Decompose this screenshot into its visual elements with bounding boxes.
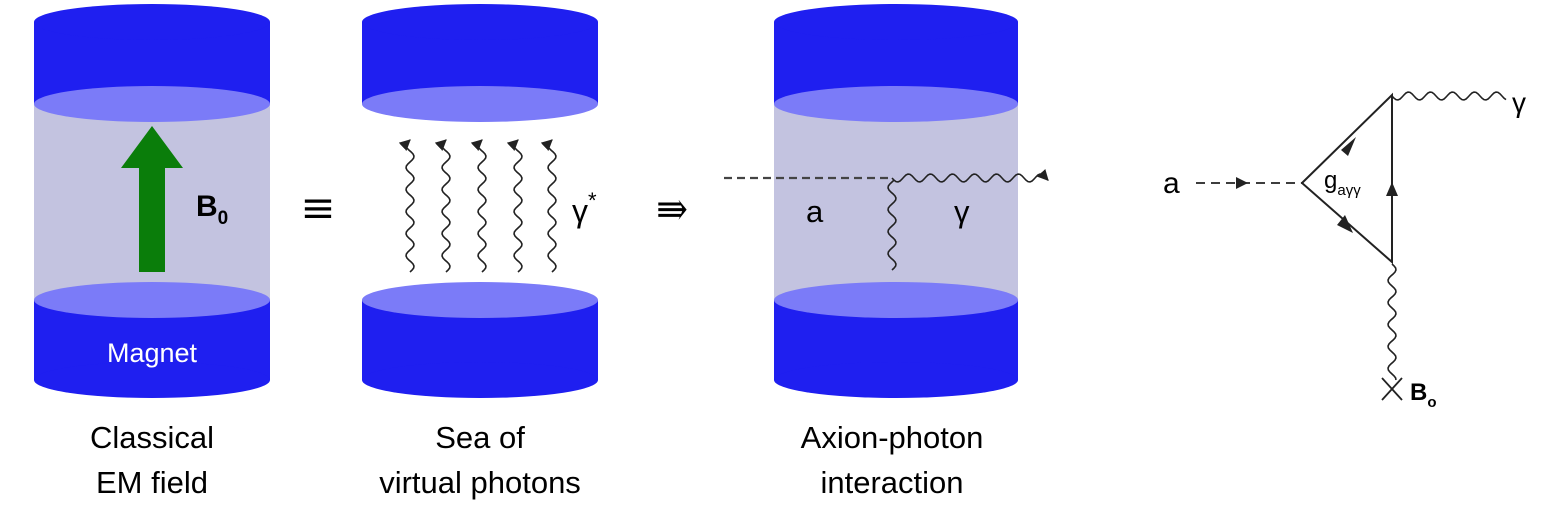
feynman-field-photon: [1387, 263, 1397, 381]
implies-symbol: ⇛: [656, 187, 688, 231]
caption-virtual-line2: virtual photons: [379, 465, 581, 500]
feynman-coupling-label: gaγγ: [1324, 167, 1361, 199]
feynman-axion-label: a: [1163, 167, 1180, 200]
virtual-photon-vertical: [887, 179, 897, 271]
feynman-arrow-bottom: [1337, 215, 1353, 233]
magnet-virtual: [362, 4, 598, 398]
feynman-arrow-right: [1386, 182, 1398, 196]
field-label-b0: B0: [196, 190, 228, 229]
virtual-photon-5: [540, 139, 557, 273]
feynman-triangle: [1300, 92, 1393, 265]
caption-axion-line2: interaction: [820, 465, 963, 500]
axion-label: a: [806, 194, 824, 229]
field-arrow: [121, 126, 183, 272]
virtual-photon-label: γ*: [572, 188, 597, 229]
magnet-axion: [774, 4, 1018, 398]
photon-label: γ: [954, 194, 970, 229]
feynman-arrow-top: [1341, 137, 1356, 156]
caption-virtual-line1: Sea of: [435, 420, 525, 455]
feynman-field-label: Bo: [1410, 379, 1437, 411]
virtual-photon-3: [470, 139, 487, 273]
feynman-axion-arrow: [1236, 177, 1248, 189]
magnet-label: Magnet: [107, 338, 198, 368]
caption-classical-line2: EM field: [96, 465, 208, 500]
virtual-photon-1: [398, 139, 415, 273]
virtual-photon-lines: [398, 139, 557, 273]
outgoing-photon-line: [891, 168, 1049, 183]
feynman-photon-out: [1391, 91, 1507, 101]
caption-axion-line1: Axion-photon: [801, 420, 984, 455]
feynman-diagram: [1196, 91, 1507, 401]
virtual-photon-4: [506, 139, 523, 273]
feynman-photon-label: γ: [1512, 87, 1526, 118]
feynman-field-cross: [1381, 377, 1403, 401]
caption-classical-line1: Classical: [90, 420, 214, 455]
virtual-photon-2: [434, 139, 451, 273]
equivalence-symbol: ≡: [300, 183, 335, 232]
